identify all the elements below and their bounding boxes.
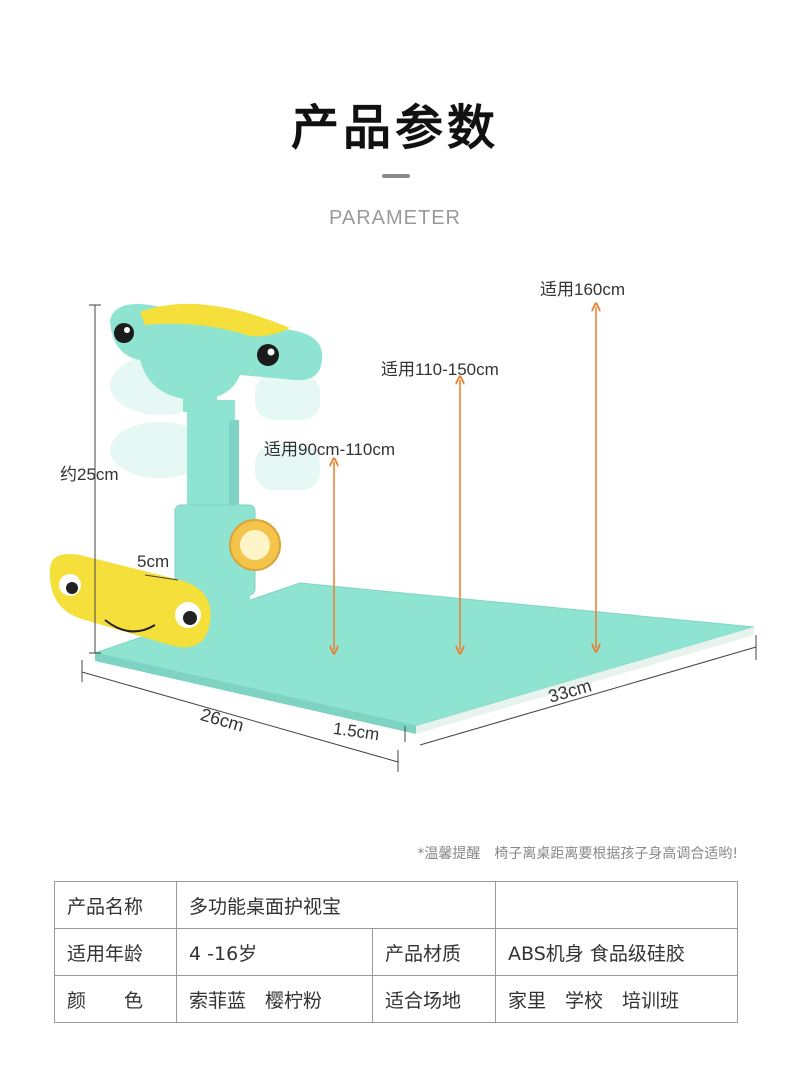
spec-key: 产品材质 — [371, 928, 497, 976]
dim-26-line — [81, 671, 399, 763]
label-about-25: 约25cm — [60, 465, 119, 484]
dim-5-line — [144, 574, 179, 581]
spec-key: 颜 色 — [54, 975, 177, 1023]
base-board-edge — [95, 653, 416, 734]
dim-33-line — [419, 646, 757, 746]
table-row: 产品名称 多功能桌面护视宝 — [54, 881, 739, 929]
spec-key: 产品名称 — [54, 881, 177, 929]
label-height-90-110: 适用90cm-110cm — [264, 440, 395, 459]
label-height-110-150: 适用110-150cm — [381, 360, 499, 379]
reminder-note: *温馨提醒 椅子离桌距离要根据孩子身高调合适哟! — [417, 846, 738, 862]
table-row: 适用年龄 4 -16岁 产品材质 ABS机身 食品级硅胶 — [54, 928, 739, 976]
spec-table: 产品名称 多功能桌面护视宝 适用年龄 4 -16岁 产品材质 ABS机身 食品级… — [54, 881, 739, 1023]
product-illustration — [49, 250, 757, 772]
label-width-5: 5cm — [137, 552, 170, 571]
spec-value: 4 -16岁 — [176, 928, 373, 976]
column-rack — [229, 420, 239, 570]
spec-key: 适合场地 — [371, 975, 497, 1023]
label-height-160: 适用160cm — [540, 280, 626, 299]
base-board-edge-right — [416, 627, 754, 734]
spec-value: 索菲蓝 樱柠粉 — [176, 975, 373, 1023]
spec-key: 适用年龄 — [54, 928, 177, 976]
page-subtitle: PARAMETER — [329, 207, 461, 229]
spec-value: ABS机身 食品级硅胶 — [495, 928, 739, 976]
spec-value: 多功能桌面护视宝 — [175, 881, 497, 929]
side-paddle — [49, 554, 211, 648]
title-divider — [382, 174, 410, 178]
table-row: 颜 色 索菲蓝 樱柠粉 适合场地 家里 学校 培训班 — [54, 975, 739, 1023]
page-title: 产品参数 — [290, 100, 499, 156]
spec-value — [495, 881, 739, 929]
chin-pad — [140, 303, 290, 337]
spec-value: 家里 学校 培训班 — [495, 975, 739, 1023]
